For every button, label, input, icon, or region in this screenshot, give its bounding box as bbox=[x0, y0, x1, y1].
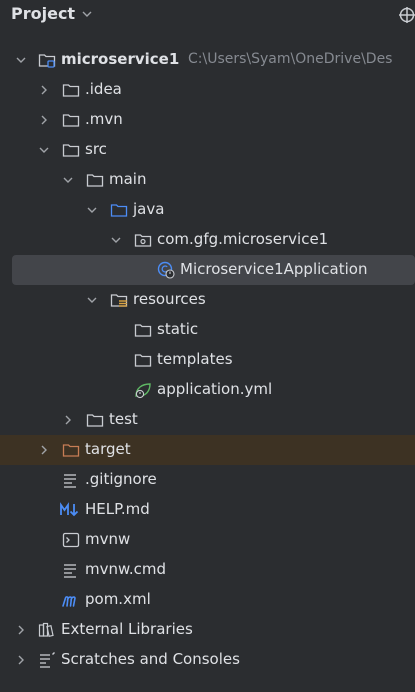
shell-script-icon bbox=[62, 532, 80, 548]
chevron-down-icon[interactable] bbox=[110, 234, 122, 246]
resources-folder-label: resources bbox=[133, 290, 206, 308]
gitignore-label: .gitignore bbox=[85, 470, 157, 488]
chevron-right-icon[interactable] bbox=[38, 84, 50, 96]
tree-node-static[interactable]: static bbox=[0, 315, 415, 345]
chevron-right-icon[interactable] bbox=[38, 444, 50, 456]
tree-node-application-yml[interactable]: application.yml bbox=[0, 375, 415, 405]
project-tree: microservice1 C:\Users\Syam\OneDrive\Des… bbox=[0, 45, 415, 675]
src-folder-label: src bbox=[85, 140, 107, 158]
java-folder-label: java bbox=[133, 200, 165, 218]
tree-node-mvnw[interactable]: mvnw bbox=[0, 525, 415, 555]
spring-boot-class-icon bbox=[157, 261, 175, 279]
chevron-down-icon[interactable] bbox=[15, 54, 27, 66]
text-file-icon bbox=[64, 564, 76, 578]
mvnw-cmd-label: mvnw.cmd bbox=[85, 560, 167, 578]
folder-icon bbox=[62, 114, 80, 127]
static-folder-label: static bbox=[157, 320, 199, 338]
tree-node-java[interactable]: java bbox=[0, 195, 415, 225]
source-folder-icon bbox=[110, 204, 128, 217]
tree-node-mvn[interactable]: .mvn bbox=[0, 105, 415, 135]
chevron-down-icon[interactable] bbox=[62, 174, 74, 186]
module-folder-icon bbox=[38, 54, 56, 68]
chevron-down-icon[interactable] bbox=[38, 144, 50, 156]
excluded-folder-icon bbox=[62, 444, 80, 457]
chevron-down-icon[interactable] bbox=[86, 204, 98, 216]
chevron-down-icon[interactable] bbox=[86, 294, 98, 306]
package-label: com.gfg.microservice1 bbox=[157, 230, 329, 248]
select-opened-file-icon[interactable] bbox=[398, 5, 415, 25]
help-md-label: HELP.md bbox=[85, 500, 150, 518]
chevron-right-icon[interactable] bbox=[38, 114, 50, 126]
folder-icon bbox=[134, 354, 152, 367]
folder-icon bbox=[134, 324, 152, 337]
mvn-folder-label: .mvn bbox=[85, 110, 123, 128]
application-class-label: Microservice1Application bbox=[180, 260, 368, 278]
tree-node-src[interactable]: src bbox=[0, 135, 415, 165]
tree-node-package[interactable]: com.gfg.microservice1 bbox=[0, 225, 415, 255]
tree-node-main[interactable]: main bbox=[0, 165, 415, 195]
mvnw-label: mvnw bbox=[85, 530, 131, 548]
spring-config-file-icon bbox=[135, 383, 151, 399]
root-module-path: C:\Users\Syam\OneDrive\Des bbox=[188, 51, 393, 67]
application-yml-label: application.yml bbox=[157, 380, 273, 398]
tree-node-gitignore[interactable]: .gitignore bbox=[0, 465, 415, 495]
tree-node-resources[interactable]: resources bbox=[0, 285, 415, 315]
main-folder-label: main bbox=[109, 170, 147, 188]
target-folder-label: target bbox=[85, 440, 131, 458]
idea-folder-label: .idea bbox=[85, 80, 122, 98]
project-view-selector[interactable]: Project bbox=[11, 4, 93, 23]
project-toolwindow-header: Project bbox=[0, 0, 415, 30]
chevron-down-icon bbox=[82, 11, 92, 17]
panel-title: Project bbox=[11, 4, 76, 23]
tree-node-help-md[interactable]: HELP.md bbox=[0, 495, 415, 525]
folder-icon bbox=[86, 414, 104, 427]
folder-icon bbox=[86, 174, 104, 187]
tree-node-templates[interactable]: templates bbox=[0, 345, 415, 375]
markdown-file-icon bbox=[60, 502, 79, 517]
chevron-right-icon[interactable] bbox=[15, 624, 27, 636]
tree-node-application-class[interactable]: Microservice1Application bbox=[12, 255, 415, 285]
chevron-right-icon[interactable] bbox=[15, 654, 27, 666]
scratches-icon bbox=[40, 652, 55, 668]
templates-folder-label: templates bbox=[157, 350, 233, 368]
resources-folder-icon bbox=[110, 294, 128, 307]
test-folder-label: test bbox=[109, 410, 138, 428]
chevron-right-icon[interactable] bbox=[62, 414, 74, 426]
tree-node-target[interactable]: target bbox=[0, 435, 415, 465]
folder-icon bbox=[62, 144, 80, 157]
text-file-icon bbox=[64, 474, 76, 488]
scratches-label: Scratches and Consoles bbox=[61, 650, 240, 668]
folder-icon bbox=[62, 84, 80, 97]
tree-node-scratches[interactable]: Scratches and Consoles bbox=[0, 645, 415, 675]
external-libraries-label: External Libraries bbox=[61, 620, 193, 638]
tree-node-root-module[interactable]: microservice1 C:\Users\Syam\OneDrive\Des bbox=[0, 45, 415, 75]
maven-file-icon bbox=[62, 596, 76, 607]
tree-node-idea[interactable]: .idea bbox=[0, 75, 415, 105]
library-icon bbox=[38, 622, 54, 638]
tree-node-pom-xml[interactable]: pom.xml bbox=[0, 585, 415, 615]
root-module-label: microservice1 bbox=[61, 50, 180, 68]
tree-node-external-libraries[interactable]: External Libraries bbox=[0, 615, 415, 645]
package-icon bbox=[134, 234, 152, 247]
tree-node-mvnw-cmd[interactable]: mvnw.cmd bbox=[0, 555, 415, 585]
tree-node-test[interactable]: test bbox=[0, 405, 415, 435]
pom-xml-label: pom.xml bbox=[85, 590, 151, 608]
